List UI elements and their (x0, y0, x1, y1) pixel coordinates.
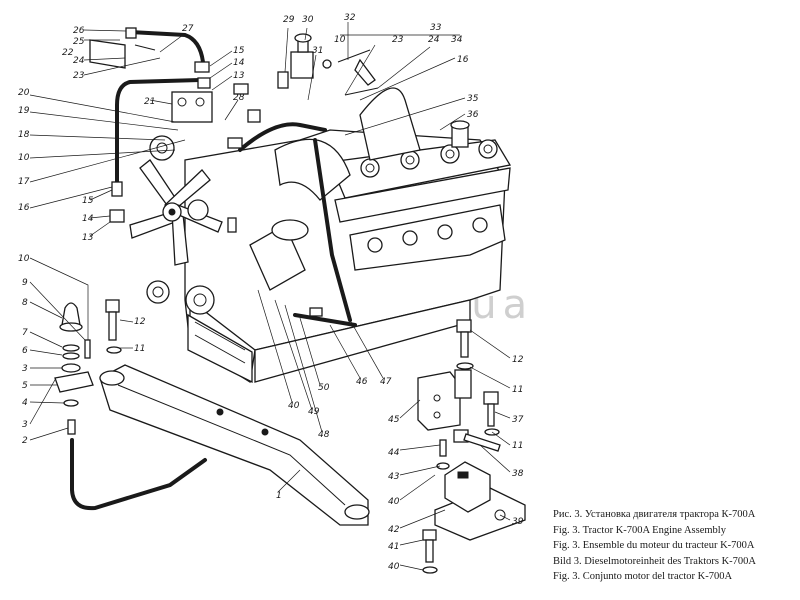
callout-30: 30 (302, 15, 314, 25)
callout-5: 5 (22, 381, 28, 391)
callout-47: 47 (380, 377, 392, 387)
caption-es: Fig. 3. Conjunto motor del tractor K-700… (553, 571, 733, 582)
callout-11-right: 11 (512, 385, 523, 395)
callout-48: 48 (318, 430, 330, 440)
oil-filter (249, 219, 309, 291)
callout-41: 41 (388, 542, 399, 552)
callout-15: 15 (233, 46, 245, 56)
callout-39: 39 (512, 517, 524, 527)
fuel-pump (171, 91, 213, 123)
crossmember (99, 364, 370, 526)
bolt-12 (105, 299, 122, 354)
callout-14: 14 (233, 58, 245, 68)
leader-lines (29, 22, 511, 571)
callout-20: 20 (18, 88, 30, 98)
callout-16-right: 16 (457, 55, 469, 65)
callout-14-mid: 14 (82, 214, 94, 224)
callout-16-left: 16 (18, 203, 30, 213)
callout-32: 32 (344, 13, 356, 23)
callout-13: 13 (233, 71, 245, 81)
parts-29-32 (277, 33, 371, 89)
hardware-43-44 (436, 439, 450, 470)
callout-21: 21 (144, 97, 155, 107)
bolt-41 (422, 529, 438, 574)
callout-10-left: 10 (18, 153, 30, 163)
callout-11-lower: 11 (512, 441, 523, 451)
callout-24: 24 (73, 56, 85, 66)
left-mount-parts (54, 302, 94, 435)
caption-ru: Рис. 3. Установка двигателя трактора К-7… (553, 509, 756, 520)
callout-4: 4 (22, 398, 28, 408)
callout-labels: 26 25 22 24 23 27 15 14 13 29 30 31 32 1… (18, 13, 524, 572)
callout-17: 17 (18, 177, 30, 187)
callout-23: 23 (73, 71, 85, 81)
callout-40-bottom: 40 (388, 562, 400, 572)
callout-37: 37 (512, 415, 524, 425)
engine-support-39 (434, 461, 526, 541)
bracket-45 (417, 369, 472, 431)
callout-29: 29 (283, 15, 295, 25)
callout-49: 49 (308, 407, 320, 417)
exhaust-manifold (349, 204, 506, 271)
callout-34: 34 (451, 35, 463, 45)
bracket-22 (89, 39, 156, 69)
callout-10-mount: 10 (18, 254, 30, 264)
callout-9: 9 (22, 278, 28, 288)
cylinder-bank-cover (329, 139, 512, 223)
callout-10-top: 10 (334, 35, 346, 45)
callout-26: 26 (73, 26, 85, 36)
callout-15-mid: 15 (82, 196, 94, 206)
caption-en: Fig. 3. Tractor K-700A Engine Assembly (553, 524, 726, 536)
callout-42: 42 (388, 525, 400, 535)
callout-7: 7 (22, 328, 28, 338)
callout-43: 43 (388, 472, 400, 482)
caption-fr: Fig. 3. Ensemble du moteur du tracteur K… (553, 540, 755, 551)
filler-neck (450, 120, 470, 148)
callout-13-mid: 13 (82, 233, 94, 243)
callout-31: 31 (312, 46, 323, 56)
callout-27: 27 (182, 24, 194, 34)
figure-caption: Рис. 3. Установка двигателя трактора К-7… (553, 507, 793, 585)
callout-33: 33 (430, 23, 442, 33)
callout-3-upper: 3 (22, 364, 28, 374)
callout-24-right: 24 (428, 35, 440, 45)
callout-18: 18 (18, 130, 30, 140)
callout-12-right: 12 (512, 355, 524, 365)
callout-40-mid: 40 (288, 401, 300, 411)
pipe-34 (344, 58, 379, 96)
callout-11-left: 11 (134, 344, 145, 354)
callout-1: 1 (276, 491, 282, 501)
callout-44: 44 (388, 448, 400, 458)
bolt-37 (483, 391, 500, 436)
callout-38: 38 (512, 469, 524, 479)
callout-2: 2 (22, 436, 28, 446)
callout-25: 25 (73, 37, 85, 47)
callout-3-lower: 3 (22, 420, 28, 430)
callout-46: 46 (356, 377, 368, 387)
bolt-38 (453, 429, 501, 452)
callout-12-left: 12 (134, 317, 146, 327)
callout-23-right: 23 (392, 35, 404, 45)
callout-50: 50 (318, 383, 330, 393)
callout-36: 36 (467, 110, 479, 120)
callout-45: 45 (388, 415, 400, 425)
fittings (109, 27, 323, 317)
callout-28: 28 (233, 93, 245, 103)
air-duct (274, 87, 421, 201)
callout-6: 6 (22, 346, 28, 356)
caption-de: Bild 3. Dieselmotoreinheit des Traktors … (553, 555, 756, 567)
oil-pan (187, 313, 253, 384)
pulleys (146, 135, 215, 315)
callout-8: 8 (22, 298, 28, 308)
right-bolt-12 (456, 319, 474, 370)
callout-22: 22 (62, 48, 74, 58)
callout-40-right: 40 (388, 497, 400, 507)
callout-19: 19 (18, 106, 30, 116)
callout-35: 35 (467, 94, 479, 104)
